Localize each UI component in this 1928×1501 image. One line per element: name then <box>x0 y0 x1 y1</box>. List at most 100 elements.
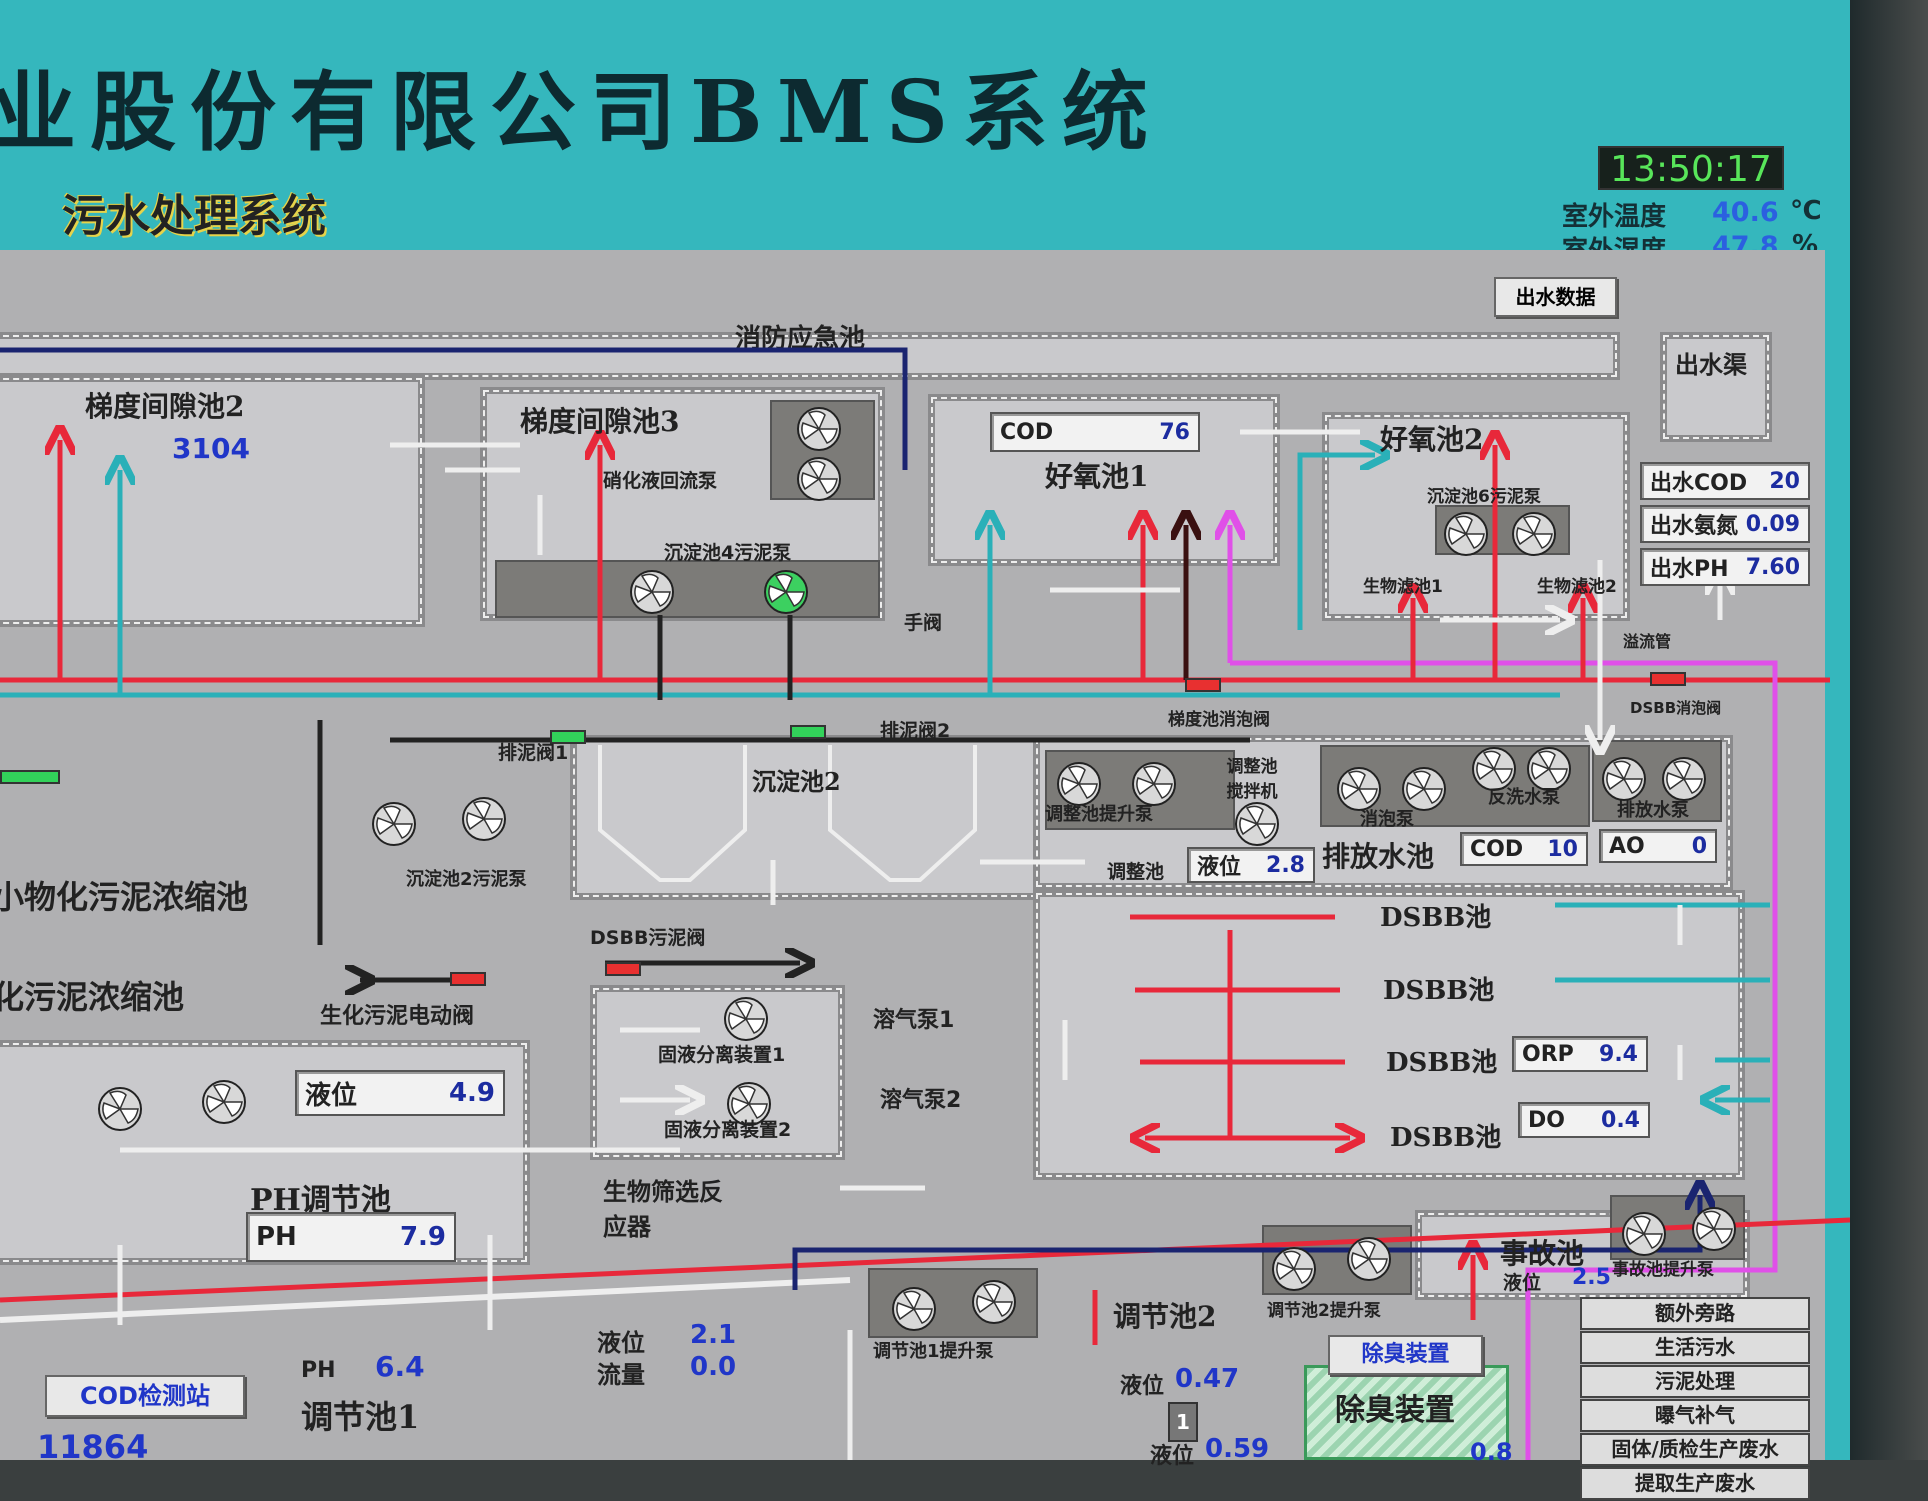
pump-fan-icon[interactable] <box>1055 760 1103 808</box>
pump-fan-icon[interactable] <box>1345 1235 1393 1283</box>
value: 0.09 <box>1745 511 1800 537</box>
cod-label: COD <box>1000 419 1054 445</box>
pump-fan-icon[interactable] <box>96 1085 144 1133</box>
pump-fan-icon[interactable] <box>795 405 843 453</box>
outdoor-temp-value: 40.6 <box>1712 197 1779 228</box>
reg1-ph-label: PH <box>301 1358 336 1383</box>
defoam-pump-label: 消泡泵 <box>1360 809 1414 830</box>
bypass-item[interactable]: 额外旁路 <box>1580 1297 1810 1330</box>
label: 出水氨氮 <box>1650 514 1739 539</box>
pump-fan-icon[interactable] <box>1620 1210 1668 1258</box>
pump-fan-icon[interactable] <box>1442 510 1490 558</box>
pump-fan-icon[interactable] <box>890 1285 938 1333</box>
bio-thickener-label: 化污泥浓缩池 <box>0 978 185 1016</box>
air-pump-2-label: 溶气泵2 <box>880 1088 962 1113</box>
effluent-data-button[interactable]: 出水数据 <box>1494 277 1617 317</box>
deodor-unit <box>1304 1365 1509 1460</box>
value: 20 <box>1769 468 1800 494</box>
aerobic-pool-1-label: 好氧池1 <box>1045 460 1149 493</box>
pump-fan-icon[interactable] <box>200 1078 248 1126</box>
dsbb-pool-label: DSBB池 <box>1383 976 1495 1006</box>
reg1-ph-value: 6.4 <box>375 1350 425 1383</box>
bypass-item[interactable]: 生活污水 <box>1580 1331 1810 1364</box>
pump-fan-icon[interactable] <box>628 568 676 616</box>
bypass-item[interactable]: 固体/质检生产废水 <box>1580 1433 1810 1466</box>
gradient-defoam-valve[interactable] <box>1185 678 1221 692</box>
pump-fan-icon[interactable] <box>1660 755 1708 803</box>
value: 9.4 <box>1599 1041 1638 1067</box>
pump-fan-icon[interactable] <box>1130 760 1178 808</box>
pump-fan-icon[interactable] <box>795 455 843 503</box>
pump-fan-icon[interactable] <box>725 1080 773 1128</box>
mud-valve-1-label: 排泥阀1 <box>498 742 569 764</box>
bypass-item[interactable]: 污泥处理 <box>1580 1365 1810 1398</box>
mud-valve-2[interactable] <box>790 725 826 739</box>
level-059-value: 0.59 <box>1205 1434 1270 1464</box>
reg1-flow-value: 0.0 <box>690 1352 737 1382</box>
gradient-pool-2 <box>0 375 425 627</box>
pump-fan-icon[interactable] <box>762 568 810 616</box>
sludge-pump-4-label: 沉淀池4污泥泵 <box>664 542 792 564</box>
nitrify-pump-label: 硝化液回流泵 <box>603 470 718 492</box>
pump-fan-icon[interactable] <box>1690 1205 1738 1253</box>
air-pump-1-label: 溶气泵1 <box>873 1008 955 1033</box>
outlet-channel-label: 出水渠 <box>1675 350 1747 379</box>
biofilter-1-label: 生物滤池1 <box>1363 577 1443 597</box>
pump-fan-icon[interactable] <box>1270 1245 1318 1293</box>
dsbb-pool-label: DSBB池 <box>1380 903 1492 933</box>
level-047-label: 液位 <box>1120 1374 1165 1399</box>
bms-screen: 业股份有限公司BMS系统 污水处理系统 13:50:17 室外温度 40.6 ℃… <box>0 0 1850 1500</box>
bio-sludge-valve[interactable] <box>450 972 486 986</box>
pump-fan-icon[interactable] <box>1470 745 1518 793</box>
discharge-pump-label: 排放水泵 <box>1617 800 1689 821</box>
adjust-lift-pump-label: 调整池提升泵 <box>1045 804 1153 825</box>
cod-station-button[interactable]: COD检测站 <box>45 1375 245 1417</box>
bypass-item[interactable]: 提取生产废水 <box>1580 1467 1810 1500</box>
dsbb-pool-label: DSBB池 <box>1386 1048 1498 1078</box>
pump-fan-icon[interactable] <box>722 995 770 1043</box>
pump-fan-icon[interactable] <box>1400 765 1448 813</box>
value: 0 <box>1691 833 1707 859</box>
hand-valve-label: 手阀 <box>904 612 943 634</box>
label: AO <box>1609 833 1645 859</box>
accident-level-label: 液位 <box>1503 1272 1542 1294</box>
dsbb-pool-label: DSBB池 <box>1390 1123 1502 1153</box>
bio-reactor-label: 生物筛选反应器 <box>603 1178 723 1241</box>
pump-fan-icon[interactable] <box>970 1278 1018 1326</box>
pump-fan-icon[interactable] <box>1600 755 1648 803</box>
bio-sludge-valve-label: 生化污泥电动阀 <box>320 1004 475 1029</box>
tank-indicator: 1 <box>1168 1402 1198 1442</box>
level-059-label: 液位 <box>1150 1444 1195 1469</box>
pump-fan-icon[interactable] <box>1510 510 1558 558</box>
reg1-level-value: 2.1 <box>690 1320 737 1350</box>
mud-valve-1[interactable] <box>550 730 586 744</box>
dsbb-sludge-valve-label: DSBB污泥阀 <box>590 927 706 949</box>
pump-fan-icon[interactable] <box>1233 800 1281 848</box>
value: 0.4 <box>1601 1107 1640 1133</box>
deodor-button[interactable]: 除臭装置 <box>1328 1335 1483 1375</box>
accident-lift-pump-label: 事故池提升泵 <box>1612 1260 1714 1280</box>
thickener-valve[interactable] <box>0 770 60 784</box>
solid-sep-2-label: 固液分离装置2 <box>664 1119 792 1141</box>
level-047-value: 0.47 <box>1175 1364 1240 1394</box>
solid-separator <box>590 985 845 1160</box>
value: 2.8 <box>1266 852 1305 878</box>
accident-level-value: 2.5 <box>1572 1265 1611 1290</box>
dsbb-defoam-valve[interactable] <box>1650 672 1686 686</box>
dsbb-sludge-valve[interactable] <box>605 962 641 976</box>
pump-fan-icon[interactable] <box>370 800 418 848</box>
accident-pool-label: 事故池 <box>1500 1237 1585 1270</box>
bypass-item[interactable]: 曝气补气 <box>1580 1399 1810 1432</box>
pump-fan-icon[interactable] <box>1525 745 1573 793</box>
pump-fan-icon[interactable] <box>1335 765 1383 813</box>
pump-fan-icon[interactable] <box>460 795 508 843</box>
